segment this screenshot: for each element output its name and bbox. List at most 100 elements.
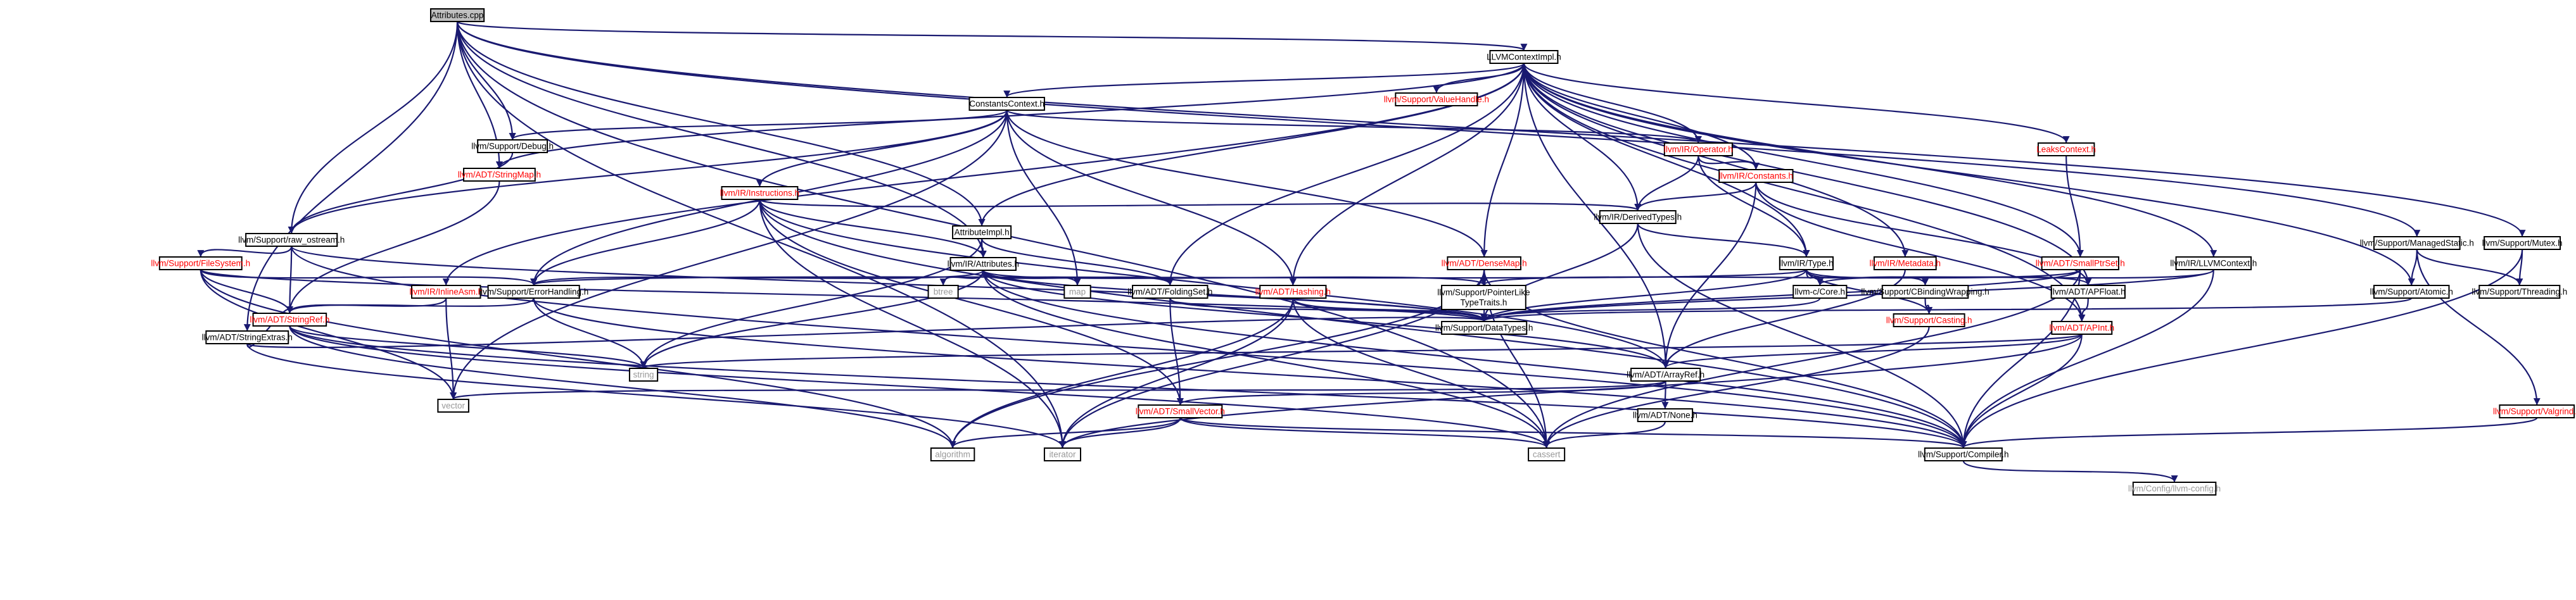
- edge-n40-n42: [1177, 380, 1666, 406]
- edge-n48-n49: [1962, 460, 2178, 483]
- edge-n18-n25: [530, 268, 1807, 286]
- node-llvm-adt-arrayref-h[interactable]: llvm/ADT/ArrayRef.h: [1627, 368, 1704, 382]
- node-llvm-ir-attributes-h[interactable]: llvm/IR/Attributes.h: [948, 257, 1019, 271]
- node-leakscontext-h[interactable]: LeaksContext.h: [2036, 142, 2096, 156]
- node-box: [2175, 256, 2252, 270]
- edge-n1-n9: [1003, 62, 1525, 98]
- node-label: vector: [441, 401, 465, 411]
- node-box: [2041, 256, 2119, 270]
- node-llvm-ir-type-h[interactable]: llvm/IR/Type.h: [1779, 256, 1834, 270]
- edge-n1-n16: [1523, 63, 1642, 211]
- node-constantscontext-h[interactable]: ConstantsContext.h: [968, 97, 1045, 111]
- node-attributeimpl-h[interactable]: AttributeImpl.h: [952, 225, 1012, 239]
- node-label: string: [633, 370, 654, 380]
- node-llvmcontextimpl-h[interactable]: LLVMContextImpl.h: [1487, 50, 1561, 64]
- node-box: [463, 168, 536, 182]
- edge-n20-n34: [1480, 269, 2081, 322]
- node-llvm-support-debug-h[interactable]: llvm/Support/Debug.h: [471, 139, 554, 153]
- edge-n9-n15: [756, 109, 1008, 187]
- node-box: [927, 285, 959, 299]
- node-box: [1138, 404, 1223, 418]
- node-llvm-adt-hashing-h[interactable]: llvm/ADT/Hashing.h: [1255, 285, 1331, 299]
- node-llvm-adt-apfloat-h[interactable]: llvm/ADT/APFloat.h: [2050, 285, 2126, 299]
- node-llvm-support-atomic-h[interactable]: llvm/Support/Atomic.h: [2370, 285, 2453, 299]
- node-label: llvm/ADT/StringMap.h: [458, 170, 541, 180]
- node-label: algorithm: [935, 450, 970, 459]
- node-llvm-adt-smallptrset-h[interactable]: llvm/ADT/SmallPtrSet.h: [2036, 256, 2125, 270]
- node-box: [949, 257, 1017, 271]
- edge-n9-n3: [288, 109, 1008, 234]
- node-box: [1259, 285, 1327, 299]
- node-llvm-ir-instructions-h[interactable]: llvm/IR/Instructions.h: [720, 186, 799, 200]
- node-llvm-ir-operator-h[interactable]: llvm/IR/Operator.h: [1663, 142, 1733, 156]
- node-label: llvm/Support/Valgrind.h: [2493, 407, 2576, 416]
- edge-n21-n28: [1817, 268, 2214, 286]
- edge-n42-n46: [1059, 417, 1181, 449]
- node-box: [1528, 447, 1566, 461]
- node-llvm-support-raw-ostream-h[interactable]: llvm/Support/raw_ostream.h: [238, 233, 345, 247]
- node-label: llvm/ADT/StringExtras.h: [202, 333, 293, 342]
- edge-n0-n2: [456, 21, 516, 141]
- node-llvm-ir-metadata-h[interactable]: llvm/IR/Metadata.h: [1870, 256, 1941, 270]
- edge-n31-n34: [1481, 297, 2413, 322]
- node-attributes-cpp[interactable]: Attributes.cpp: [429, 8, 485, 22]
- node-box: [930, 447, 975, 461]
- node-llvm-adt-densemap-h[interactable]: llvm/ADT/DenseMap.h: [1442, 256, 1527, 270]
- node-llvm-adt-stringmap-h[interactable]: llvm/ADT/StringMap.h: [458, 168, 541, 182]
- node-label: llvm-c/Core.h: [1795, 287, 1846, 297]
- node-map[interactable]: map: [1063, 285, 1091, 299]
- node-string[interactable]: string: [628, 368, 659, 382]
- node-label: llvm/ADT/None.h: [1633, 411, 1697, 420]
- node-llvm-support-cbindingwrapping-h[interactable]: llvm/Support/CBindingWrapping.h: [1861, 285, 1989, 299]
- node-box: [1395, 92, 1478, 106]
- edges-layer: [197, 20, 2541, 483]
- node-label: llvm/IR/Constants.h: [1719, 172, 1793, 181]
- edge-n20-n27: [1480, 268, 2081, 286]
- node-llvm-support-threading-h[interactable]: llvm/Support/Threading.h: [2471, 285, 2567, 299]
- node-llvm-adt-apint-h[interactable]: llvm/ADT/APInt.h: [2049, 321, 2114, 335]
- node-box: [205, 330, 289, 344]
- edge-n23-n34: [1292, 297, 1488, 322]
- node-llvm-ir-inlineasm-h[interactable]: llvm/IR/InlineAsm.h: [409, 285, 483, 299]
- edge-n0-n5: [456, 21, 986, 227]
- node-llvm-config-llvm-config-h[interactable]: llvm/Config/llvm-config.h: [2128, 482, 2221, 496]
- node-llvm-support-casting-h[interactable]: llvm/Support/Casting.h: [1886, 313, 1972, 327]
- node-llvm-ir-constants-h[interactable]: llvm/IR/Constants.h: [1718, 169, 1794, 183]
- node-llvm-adt-none-h[interactable]: llvm/ADT/None.h: [1633, 408, 1697, 422]
- node-algorithm[interactable]: algorithm: [930, 447, 975, 461]
- node-box: [2478, 285, 2561, 299]
- edge-n17-n25: [200, 269, 537, 286]
- edge-n3-n17: [197, 246, 293, 258]
- node-llvm-adt-smallvector-h[interactable]: llvm/ADT/SmallVector.h: [1136, 404, 1225, 418]
- node-vector[interactable]: vector: [437, 399, 469, 413]
- node-cassert[interactable]: cassert: [1528, 447, 1566, 461]
- node-iterator[interactable]: iterator: [1043, 447, 1081, 461]
- node-llvm-c-core-h[interactable]: llvm-c/Core.h: [1792, 285, 1848, 299]
- node-llvm-support-errorhandling-h[interactable]: llvm/Support/ErrorHandling.h: [479, 285, 588, 299]
- edge-n23-n46: [1058, 297, 1294, 449]
- edge-n0-n3: [288, 21, 459, 234]
- node-llvm-adt-stringextras-h[interactable]: llvm/ADT/StringExtras.h: [202, 330, 293, 344]
- edge-n1-n22: [1480, 63, 1525, 258]
- node-label: llvm/ADT/ArrayRef.h: [1627, 370, 1704, 380]
- node-llvm-support-valuehandle-h[interactable]: llvm/Support/ValueHandle.h: [1384, 92, 1489, 106]
- node-label: llvm/IR/LLVMContext.h: [2170, 259, 2257, 268]
- node-llvm-support-mutex-h[interactable]: llvm/Support/Mutex.h: [2482, 236, 2563, 250]
- node-llvm-support-managedstatic-h[interactable]: llvm/Support/ManagedStatic.h: [2360, 236, 2474, 250]
- node-llvm-adt-foldingset-h[interactable]: llvm/ADT/FoldingSet.h: [1127, 285, 1212, 299]
- edge-n1-n23: [1289, 63, 1525, 286]
- node-llvm-support-valgrind-h[interactable]: llvm/Support/Valgrind.h: [2493, 404, 2576, 418]
- node-llvm-support-datatypes-h[interactable]: llvm/Support/DataTypes.h: [1435, 321, 1533, 335]
- edge-n42-n45: [949, 417, 1181, 449]
- node-btree[interactable]: btree: [927, 285, 959, 299]
- node-box: [1441, 321, 1528, 335]
- node-llvm-ir-derivedtypes-h[interactable]: llvm/IR/DerivedTypes.h: [1594, 210, 1682, 224]
- node-llvm-support-filesystem-h[interactable]: llvm/Support/FileSystem.h: [151, 256, 250, 270]
- edge-n7-n44: [2416, 249, 2541, 406]
- node-box: [411, 285, 481, 299]
- node-llvm-adt-stringref-h[interactable]: llvm/ADT/StringRef.h: [250, 313, 329, 327]
- node-llvm-support-compiler-h[interactable]: llvm/Support/Compiler.h: [1918, 447, 2008, 461]
- node-llvm-ir-llvmcontext-h[interactable]: llvm/IR/LLVMContext.h: [2170, 256, 2257, 270]
- edge-n42-n47: [1179, 416, 1550, 449]
